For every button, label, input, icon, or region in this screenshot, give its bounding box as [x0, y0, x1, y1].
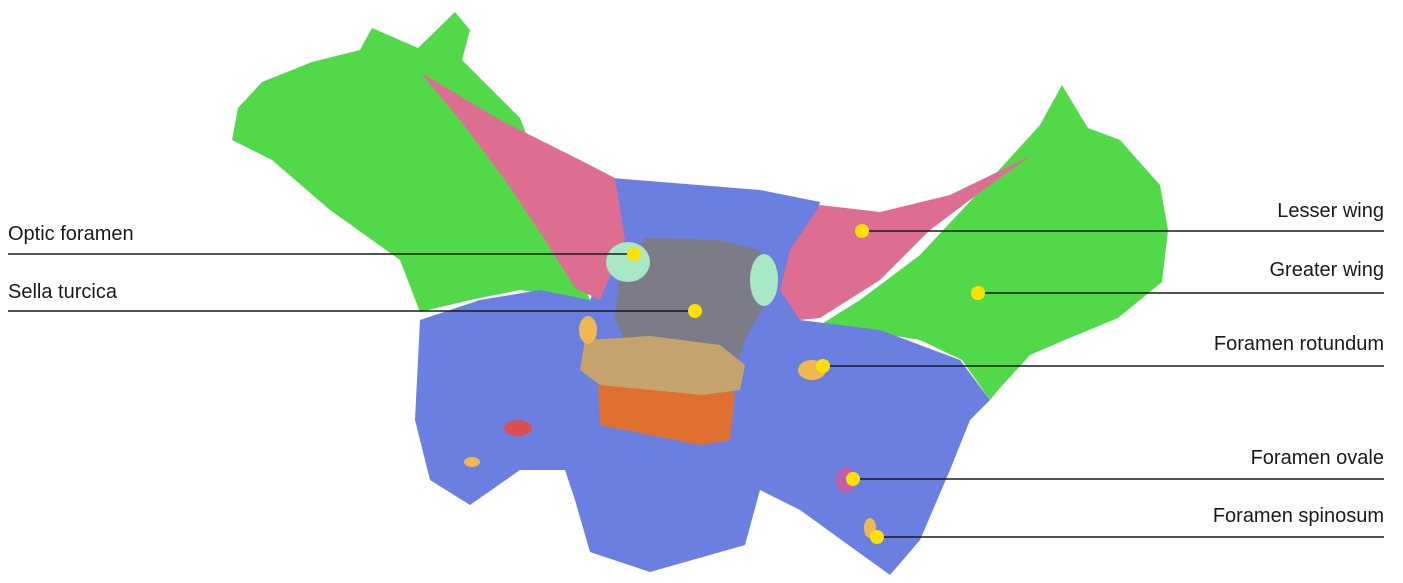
lesser-wing-label: Lesser wing	[1277, 199, 1384, 223]
foramen-spinosum-marker	[870, 530, 884, 544]
foramen-ovale-label: Foramen ovale	[1251, 446, 1384, 470]
foramen-spinosum-label: Foramen spinosum	[1213, 504, 1384, 528]
lesser-wing-marker	[855, 224, 869, 238]
right-optic-canal	[750, 254, 778, 306]
foramen-rotundum-label: Foramen rotundum	[1214, 332, 1384, 356]
sella-turcica-label: Sella turcica	[8, 280, 117, 304]
optic-foramen-marker	[627, 247, 641, 261]
foramen-rotundum-marker	[816, 359, 830, 373]
sella-turcica-marker	[688, 304, 702, 318]
left-foramen-rotundum	[579, 316, 597, 344]
foramen-ovale-marker	[846, 472, 860, 486]
greater-wing-marker	[971, 286, 985, 300]
left-foramen-spinosum	[464, 457, 480, 467]
optic-foramen-label: Optic foramen	[8, 222, 134, 246]
left-foramen-ovale	[504, 420, 532, 436]
greater-wing-label: Greater wing	[1270, 258, 1385, 282]
left-optic-canal	[606, 242, 650, 282]
